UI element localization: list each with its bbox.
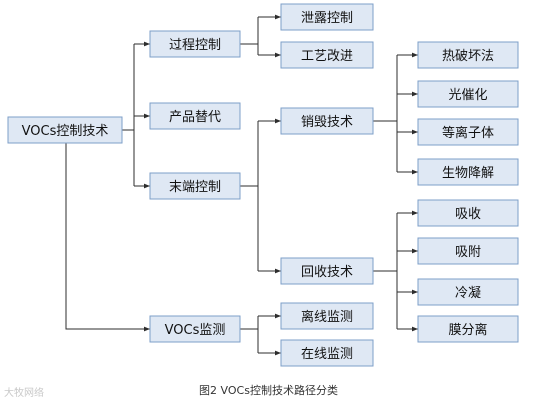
node-recovery-tech: 回收技术 — [280, 257, 374, 285]
node-label: 在线监测 — [301, 347, 353, 362]
node-label: 冷凝 — [455, 285, 481, 301]
node-destruction-tech: 销毁技术 — [280, 107, 374, 135]
connector-lines — [65, 14, 418, 356]
node-label: 吸附 — [455, 245, 481, 260]
figure-caption: 图2 VOCs控制技术路径分类 — [199, 384, 338, 397]
node-offline-monitoring: 离线监测 — [280, 302, 374, 330]
node-online-monitoring: 在线监测 — [280, 339, 374, 367]
node-label: 泄露控制 — [301, 11, 353, 26]
node-process-improvement: 工艺改进 — [280, 41, 374, 69]
node-label: 产品替代 — [169, 110, 221, 125]
node-root: VOCs控制技术 — [7, 116, 123, 144]
node-label: 离线监测 — [301, 309, 353, 325]
technology-tree-diagram: VOCs控制技术 过程控制 产品替代 末端控制 VOCs监测 泄露控制 工艺改进… — [7, 3, 519, 367]
node-label: 生物降解 — [442, 166, 494, 181]
node-label: 等离子体 — [442, 125, 494, 141]
node-label: 销毁技术 — [301, 115, 353, 130]
node-label: VOCs监测 — [165, 323, 226, 338]
node-leak-control: 泄露控制 — [280, 3, 374, 31]
node-vocs-monitoring: VOCs监测 — [149, 315, 241, 343]
node-label: 吸收 — [455, 207, 481, 222]
node-photocatalysis: 光催化 — [417, 80, 519, 108]
node-condensation: 冷凝 — [417, 278, 519, 306]
watermark: 大牧网络 — [4, 388, 44, 399]
node-adsorption: 吸附 — [417, 237, 519, 265]
node-end-control: 末端控制 — [149, 172, 241, 200]
node-thermal-destruction: 热破坏法 — [417, 41, 519, 69]
node-label: 末端控制 — [169, 180, 221, 195]
node-label: 过程控制 — [169, 38, 221, 53]
node-label: 工艺改进 — [301, 49, 353, 64]
node-label: 膜分离 — [448, 322, 487, 338]
node-process-control: 过程控制 — [149, 30, 241, 58]
node-label: 回收技术 — [301, 265, 353, 280]
node-label: 热破坏法 — [442, 49, 494, 64]
node-biodegradation: 生物降解 — [417, 158, 519, 186]
node-label: 光催化 — [448, 88, 487, 103]
node-label: VOCs控制技术 — [22, 124, 109, 139]
node-membrane-separation: 膜分离 — [417, 315, 519, 343]
node-plasma: 等离子体 — [417, 118, 519, 146]
node-product-substitution: 产品替代 — [149, 102, 241, 130]
node-absorption: 吸收 — [417, 199, 519, 227]
